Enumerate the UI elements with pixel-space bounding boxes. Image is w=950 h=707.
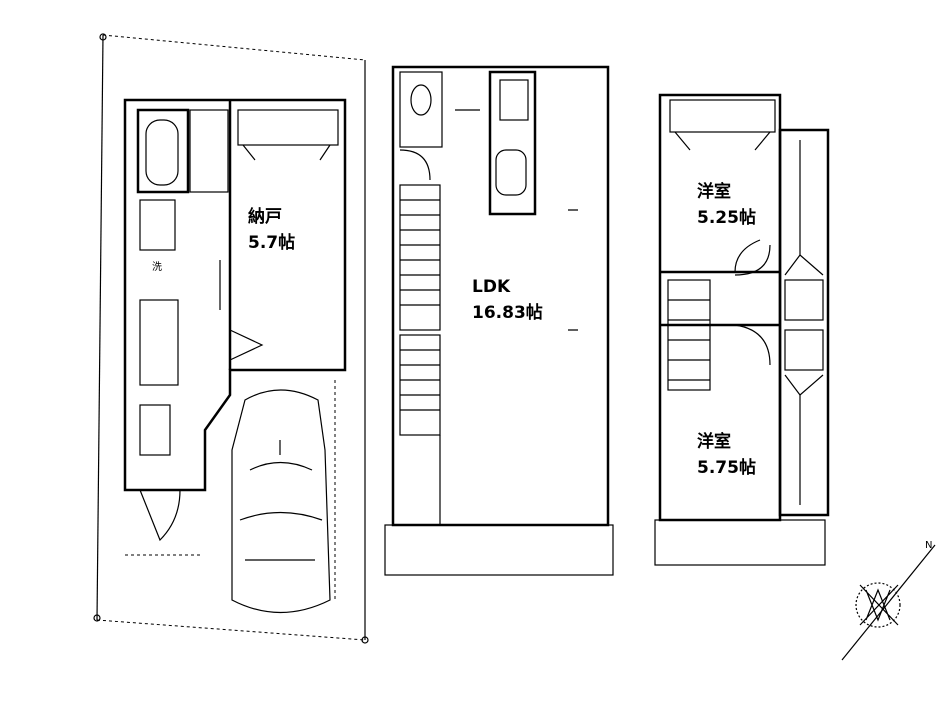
bathtub-icon <box>145 119 179 186</box>
bathtub-area <box>136 108 190 194</box>
floor-2: LDK 16.83帖 <box>384 65 614 576</box>
stairs-lower <box>399 334 441 436</box>
stair-treads <box>400 199 440 411</box>
washroom <box>189 109 229 193</box>
floor-3: 洋室 5.25帖 洋室 5.75帖 <box>654 93 830 566</box>
toilet-room <box>399 71 443 148</box>
stairs-3f <box>667 279 711 391</box>
room-label-ldk: LDK <box>472 277 511 297</box>
storage-closet <box>237 109 339 146</box>
room-size-storage: 5.7帖 <box>248 232 295 253</box>
north-label: N <box>925 540 932 551</box>
stairs-upper <box>399 184 441 331</box>
room-size-bedroom-2: 5.75帖 <box>697 457 756 478</box>
room-size-bedroom-1: 5.25帖 <box>697 207 756 228</box>
toilet-icon <box>410 84 432 116</box>
room-label-washroom: 洗 <box>152 261 162 273</box>
kitchen-counter <box>488 70 537 216</box>
room-label-storage: 納戸 <box>248 206 282 227</box>
balcony-3f <box>654 519 826 566</box>
stove-icon <box>499 79 529 121</box>
site-boundary <box>93 33 369 644</box>
room-label-bedroom-1: 洋室 <box>697 181 731 202</box>
sink-icon <box>495 149 527 196</box>
room-label-bedroom-2: 洋室 <box>697 431 731 452</box>
floor-1: 納戸 5.7帖 洗 <box>123 98 347 613</box>
north-arrow-icon: N <box>841 540 936 661</box>
closet-upper <box>669 99 776 133</box>
room-size-ldk: 16.83帖 <box>472 302 543 323</box>
balcony <box>384 524 614 576</box>
car-icon <box>231 389 331 613</box>
